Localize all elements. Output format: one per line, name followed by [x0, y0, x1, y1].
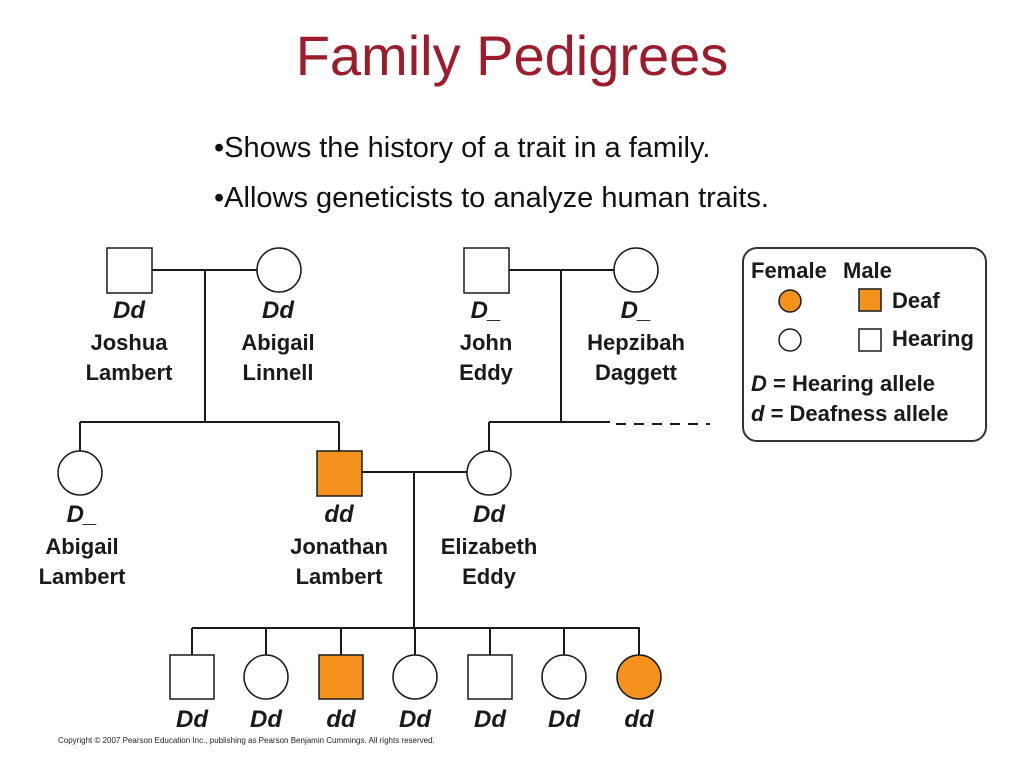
- genotype-label: Dd: [548, 706, 581, 733]
- person-first-name: Abigail: [241, 330, 314, 355]
- female-deaf-symbol: [616, 654, 662, 700]
- person-last-name: Lambert: [296, 564, 383, 589]
- bullet-item: •Allows geneticists to analyze human tra…: [214, 182, 769, 214]
- legend-allele-text: = Hearing allele: [767, 371, 935, 396]
- female-hearing-symbol: [256, 247, 302, 293]
- legend-female-deaf-symbol: [778, 289, 802, 313]
- person-last-name: Lambert: [39, 564, 126, 589]
- genotype-label: D_: [621, 297, 652, 324]
- genotype-label: Dd: [473, 501, 506, 528]
- legend-deafness-allele: d = Deafness allele: [751, 401, 949, 426]
- person-last-name: Eddy: [459, 360, 514, 385]
- genotype-label: Dd: [262, 297, 295, 324]
- female-hearing-symbol: [57, 450, 103, 496]
- legend-hearing-label: Hearing: [892, 326, 974, 351]
- female-hearing-symbol: [466, 450, 512, 496]
- female-hearing-symbol: [243, 654, 289, 700]
- person-last-name: Eddy: [462, 564, 517, 589]
- slide-title: Family Pedigrees: [295, 24, 729, 87]
- legend-allele-symbol: d: [751, 401, 765, 426]
- female-hearing-symbol: [392, 654, 438, 700]
- legend-female-header: Female: [751, 258, 827, 283]
- person-first-name: Hepzibah: [587, 330, 685, 355]
- person-last-name: Daggett: [595, 360, 678, 385]
- person-first-name: Elizabeth: [441, 534, 538, 559]
- person-first-name: Joshua: [90, 330, 168, 355]
- female-hearing-symbol: [613, 247, 659, 293]
- pedigree-lines: [79, 269, 710, 655]
- person-first-name: Abigail: [45, 534, 118, 559]
- person-last-name: Linnell: [243, 360, 314, 385]
- legend-allele-symbol: D: [751, 371, 767, 396]
- genotype-label: Dd: [250, 706, 283, 733]
- person-first-name: John: [460, 330, 513, 355]
- genotype-label: Dd: [176, 706, 209, 733]
- legend-deaf-label: Deaf: [892, 288, 940, 313]
- genotype-label: D_: [67, 501, 98, 528]
- genotype-label: dd: [324, 501, 355, 528]
- legend-hearing-allele: D = Hearing allele: [751, 371, 935, 396]
- genotype-label: dd: [326, 706, 357, 733]
- male-deaf-symbol: [316, 450, 363, 497]
- genotype-label: dd: [624, 706, 655, 733]
- genotype-label: Dd: [474, 706, 507, 733]
- legend-female-hearing-symbol: [778, 328, 802, 352]
- male-hearing-symbol: [169, 654, 215, 700]
- legend: Female Male Deaf Hearing D = Hearing all…: [742, 247, 987, 442]
- person-last-name: Lambert: [86, 360, 173, 385]
- legend-male-deaf-symbol: [858, 288, 882, 312]
- genotype-label: D_: [471, 297, 502, 324]
- genotype-label: Dd: [113, 297, 146, 324]
- male-hearing-symbol: [463, 247, 510, 294]
- legend-male-header: Male: [843, 258, 892, 283]
- bullet-list: •Shows the history of a trait in a famil…: [214, 128, 769, 228]
- male-deaf-symbol: [318, 654, 364, 700]
- male-hearing-symbol: [467, 654, 513, 700]
- male-hearing-symbol: [106, 247, 153, 294]
- legend-allele-text: = Deafness allele: [764, 401, 948, 426]
- person-first-name: Jonathan: [290, 534, 388, 559]
- legend-male-hearing-symbol: [858, 328, 882, 352]
- copyright-notice: Copyright © 2007 Pearson Education Inc.,…: [58, 736, 435, 745]
- bullet-item: •Shows the history of a trait in a famil…: [214, 132, 711, 164]
- genotype-label: Dd: [399, 706, 432, 733]
- female-hearing-symbol: [541, 654, 587, 700]
